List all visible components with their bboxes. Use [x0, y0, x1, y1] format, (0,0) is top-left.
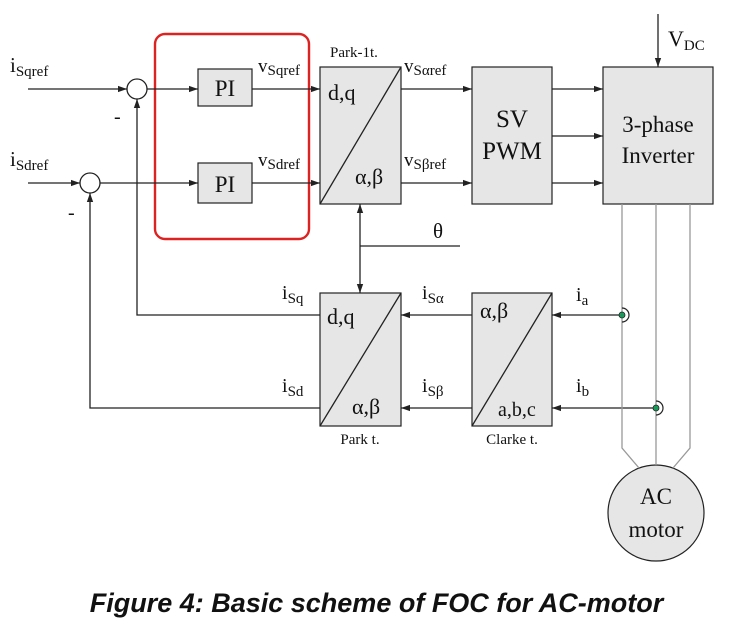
isd-feedback-line	[86, 193, 320, 409]
pi-d-label: PI	[215, 172, 235, 197]
clarke-caption: Clarke t.	[486, 432, 538, 448]
isd-label: iSd	[282, 375, 304, 400]
figure-caption: Figure 4: Basic scheme of FOC for AC-mot…	[89, 588, 664, 618]
ib-label: ib	[576, 375, 589, 400]
park-caption: Park t.	[340, 432, 379, 448]
summer-q-minus: -	[114, 106, 121, 128]
inverse-park-caption: Park-1t.	[330, 45, 378, 61]
vsdref-label: vSdref	[258, 150, 300, 173]
isb-label: iSβ	[422, 375, 444, 400]
svpwm-block	[471, 66, 553, 205]
vsaref-label: vSαref	[404, 56, 446, 79]
motor-wire-c	[672, 204, 691, 469]
inverse-park-bottom-label: α,β	[355, 164, 383, 189]
park-top-label: d,q	[327, 304, 355, 329]
isdref-label: iSdref	[10, 147, 48, 174]
inverter-label-line1: 3-phase	[622, 112, 694, 137]
vsbref-label: vSβref	[404, 150, 446, 173]
ac-motor-block	[607, 464, 705, 562]
inverse-park-top-label: d,q	[328, 80, 356, 105]
inverter-label-line2: Inverter	[622, 143, 695, 168]
sensor-a-terminal	[618, 311, 626, 319]
pi-q-label: PI	[215, 76, 235, 101]
summer-d-minus: -	[68, 202, 75, 224]
clarke-top-label: α,β	[480, 298, 508, 323]
motor-wire-a	[621, 204, 640, 469]
park-diagonal	[319, 292, 402, 427]
pi-highlight-box	[153, 32, 311, 241]
svpwm-label-line2: PWM	[482, 138, 542, 165]
isq-label: iSq	[282, 282, 304, 307]
sensor-b-terminal	[652, 404, 660, 412]
pi-d-block	[197, 162, 253, 204]
clarke-bottom-label: a,b,c	[498, 399, 536, 421]
summer-q	[126, 78, 148, 100]
isqref-label: iSqref	[10, 53, 48, 80]
vsqref-label: vSqref	[258, 56, 300, 79]
sensor-a-hook	[621, 307, 630, 323]
ia-label: ia	[576, 284, 589, 309]
park-bottom-label: α,β	[352, 394, 380, 419]
isq-feedback-line	[133, 99, 320, 316]
inverter-block	[602, 66, 714, 205]
inverse-park-diagonal	[319, 66, 402, 205]
vdc-label: VDC	[668, 26, 705, 54]
clarke-diagonal	[471, 292, 553, 427]
summer-d	[79, 172, 101, 194]
isa-label: iSα	[422, 282, 444, 307]
pi-q-block	[197, 68, 253, 107]
theta-label: θ	[433, 219, 443, 243]
motor-label-line2: motor	[629, 517, 684, 542]
sensor-b-hook	[655, 400, 664, 416]
motor-label-line1: AC	[640, 484, 672, 509]
svpwm-label-line1: SV	[496, 106, 528, 133]
